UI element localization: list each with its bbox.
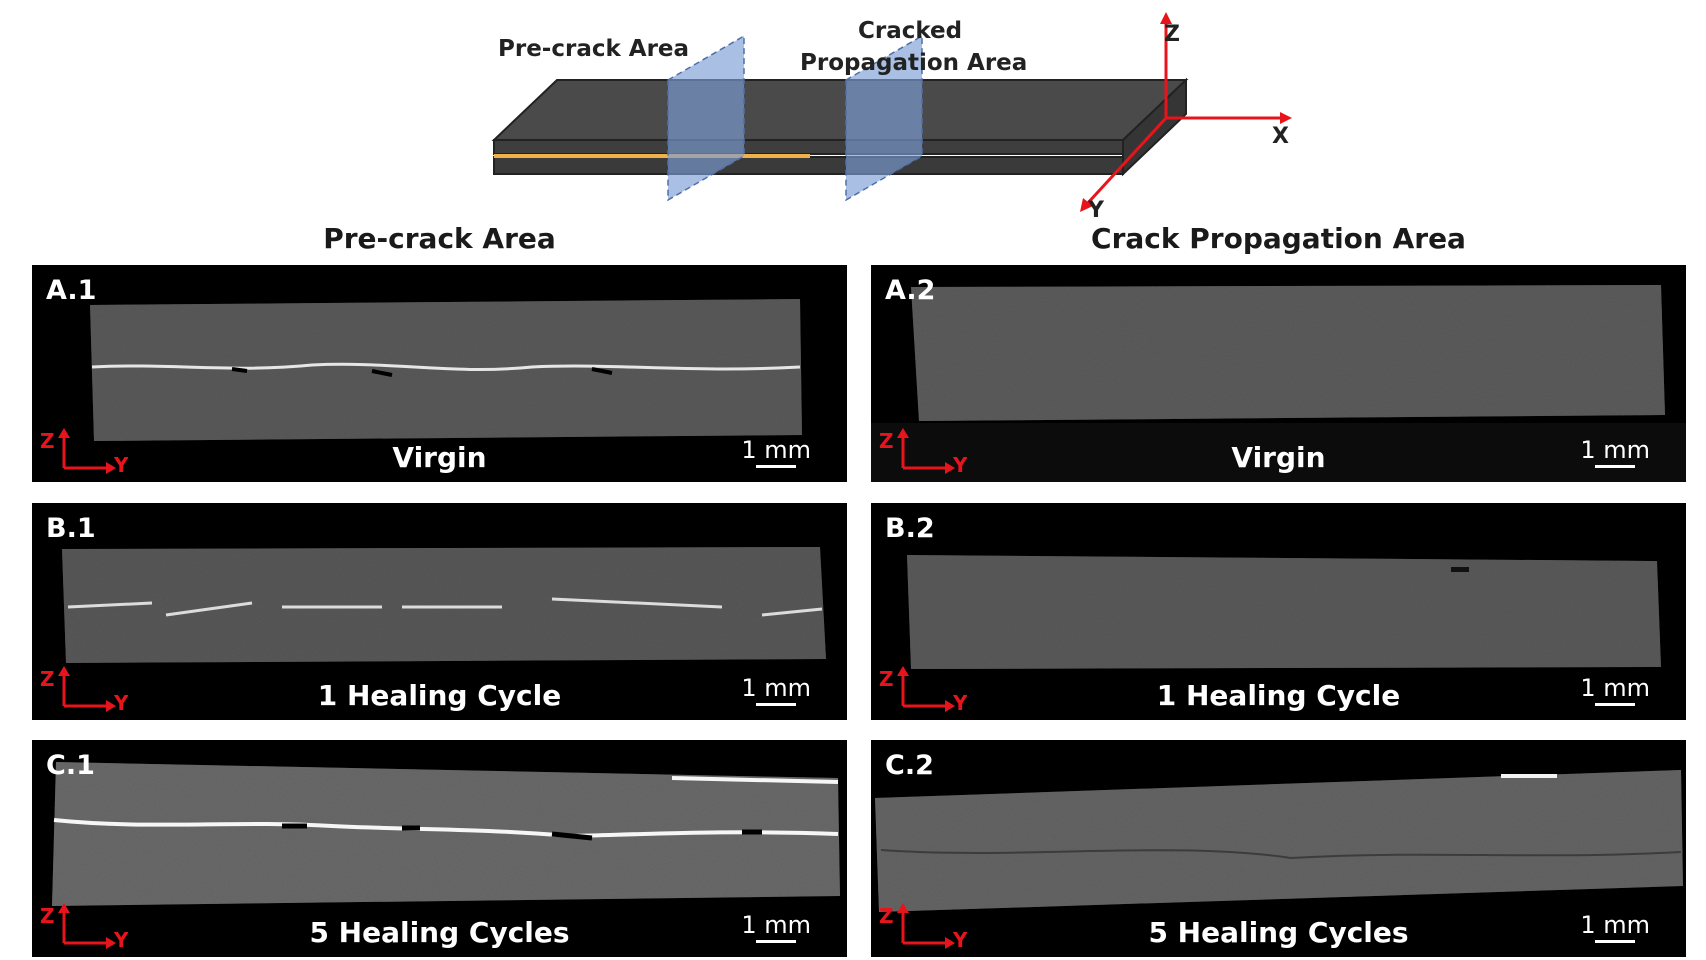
panel-a1: A.1 Virgin 1 mm Z Y xyxy=(32,265,847,482)
scale-bar-label: 1 mm xyxy=(1580,911,1650,939)
condition-label: Virgin xyxy=(392,441,487,474)
inset-axes: Z Y xyxy=(879,428,967,474)
right-column-title: Crack Propagation Area xyxy=(1091,222,1466,255)
plate-front-lower xyxy=(493,156,1124,175)
schematic-axis-y xyxy=(1084,116,1168,207)
scale-bar-line xyxy=(756,703,797,706)
condition-label: 5 Healing Cycles xyxy=(1148,916,1409,949)
inset-axes: Z Y xyxy=(879,903,967,949)
ct-slice-c1 xyxy=(52,762,840,906)
ct-slice-c2 xyxy=(875,770,1683,912)
ct-slice-a2 xyxy=(871,285,1686,482)
left-column-title: Pre-crack Area xyxy=(323,222,556,255)
scale-bar-line xyxy=(756,465,797,468)
inset-axes: Z Y xyxy=(40,666,128,712)
specimen-schematic: Pre-crack Area Cracked Propagation Area … xyxy=(0,0,1706,230)
plate-front-upper xyxy=(493,139,1124,155)
inset-axis-y-label: Y xyxy=(952,928,967,949)
scale-bar-label: 1 mm xyxy=(741,911,811,939)
inset-axis-z-label: Z xyxy=(40,667,55,691)
schematic-axis-x-label: X xyxy=(1272,124,1289,149)
panel-b2: B.2 1 Healing Cycle 1 mm Z Y xyxy=(871,503,1686,720)
inset-axis-y-label: Y xyxy=(113,928,128,949)
panel-label: B.1 xyxy=(46,513,96,544)
inset-axis-y-label: Y xyxy=(952,453,967,474)
cracked-label-line2: Propagation Area xyxy=(800,50,1028,76)
condition-label: 1 Healing Cycle xyxy=(317,679,562,712)
panel-a2: A.2 Virgin 1 mm Z Y xyxy=(871,265,1686,482)
propagation-plane xyxy=(845,34,923,202)
scale-bar-label: 1 mm xyxy=(741,674,811,702)
inset-axis-z-label: Z xyxy=(879,904,894,928)
scale-bar: 1 mm xyxy=(1580,675,1650,706)
inset-axes: Z Y xyxy=(40,428,128,474)
scale-bar-label: 1 mm xyxy=(1580,436,1650,464)
ct-slice-b1 xyxy=(62,547,826,663)
ct-slice-b2 xyxy=(907,555,1661,669)
panel-label: C.1 xyxy=(46,750,95,781)
precrack-plane xyxy=(667,34,745,202)
panel-b1: B.1 1 Healing Cycle 1 mm Z Y xyxy=(32,503,847,720)
condition-label: 1 Healing Cycle xyxy=(1156,679,1401,712)
schematic-axis-z-label: Z xyxy=(1164,22,1180,47)
scale-bar-line xyxy=(1595,465,1636,468)
panel-c1: C.1 5 Healing Cycles 1 mm Z Y xyxy=(32,740,847,957)
inset-axis-z-label: Z xyxy=(40,429,55,453)
cracked-label-line1: Cracked xyxy=(858,18,963,44)
inset-axes: Z Y xyxy=(879,666,967,712)
panel-label: B.2 xyxy=(885,513,935,544)
scale-bar: 1 mm xyxy=(1580,912,1650,943)
schematic-axis-y-arrow xyxy=(1080,198,1093,212)
ct-slice-a1 xyxy=(90,299,802,441)
scale-bar-line xyxy=(1595,940,1636,943)
inset-axis-z-label: Z xyxy=(879,667,894,691)
scale-bar: 1 mm xyxy=(741,437,811,468)
inset-axis-z-label: Z xyxy=(879,429,894,453)
schematic-axis-x-arrow xyxy=(1280,112,1292,124)
scale-bar: 1 mm xyxy=(1580,437,1650,468)
plate-top-face xyxy=(491,79,1189,141)
scale-bar-line xyxy=(1595,703,1636,706)
inset-axis-z-label: Z xyxy=(40,904,55,928)
scale-bar: 1 mm xyxy=(741,675,811,706)
schematic-drawing xyxy=(491,12,1292,212)
inset-axes: Z Y xyxy=(40,903,128,949)
inset-axis-y-label: Y xyxy=(113,453,128,474)
panel-label: A.2 xyxy=(885,275,936,306)
scale-bar-line xyxy=(756,940,797,943)
scale-bar: 1 mm xyxy=(741,912,811,943)
panel-c2: C.2 5 Healing Cycles 1 mm Z Y xyxy=(871,740,1686,957)
scale-bar-label: 1 mm xyxy=(1580,674,1650,702)
precrack-label: Pre-crack Area xyxy=(498,36,690,62)
panel-label: C.2 xyxy=(885,750,934,781)
inset-axis-y-label: Y xyxy=(952,691,967,712)
inset-axis-y-label: Y xyxy=(113,691,128,712)
scale-bar-label: 1 mm xyxy=(741,436,811,464)
schematic-axis-y-label: Y xyxy=(1088,198,1104,223)
condition-label: 5 Healing Cycles xyxy=(309,916,570,949)
schematic-axis-z-arrow xyxy=(1160,12,1172,24)
condition-label: Virgin xyxy=(1231,441,1326,474)
panel-label: A.1 xyxy=(46,275,97,306)
